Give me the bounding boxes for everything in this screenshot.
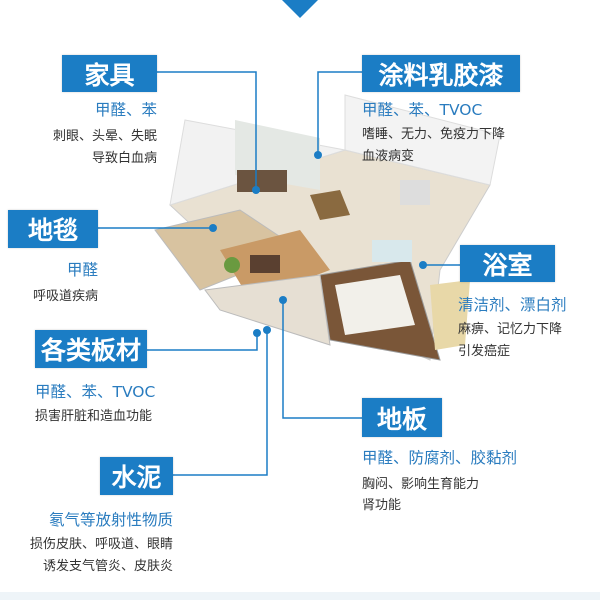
furniture-effect: 刺眼、头晕、失眠: [52, 129, 157, 144]
label-furniture: 家具: [62, 55, 157, 92]
furniture-pollutants: 甲醛、苯: [94, 101, 157, 119]
bathroom-effect: 引发癌症: [458, 344, 511, 359]
furniture-effect: 导致白血病: [91, 151, 157, 166]
carpet-effect: 呼吸道疾病: [32, 289, 98, 304]
label-paint: 涂料乳胶漆: [362, 55, 520, 92]
boards-effect: 损害肝脏和造血功能: [35, 409, 153, 424]
boards-pollutants: 甲醛、苯、TVOC: [35, 383, 156, 401]
connector-dots: [209, 151, 427, 337]
floor-pollutants: 甲醛、防腐剂、胶黏剂: [362, 449, 518, 467]
bathroom-effect: 麻痹、记忆力下降: [458, 322, 563, 337]
top-chevron: [282, 0, 318, 18]
paint-effect: 血液病变: [362, 149, 415, 164]
label-carpet: 地毯: [8, 210, 98, 248]
bottom-bar: [0, 592, 600, 600]
label-floor: 地板: [362, 398, 442, 437]
paint-pollutants: 甲醛、苯、TVOC: [362, 101, 483, 119]
floor-effect: 胸闷、影响生育能力: [362, 477, 480, 492]
label-bathroom: 浴室: [460, 245, 555, 282]
cement-effect: 损伤皮肤、呼吸道、眼睛: [29, 537, 173, 552]
label-cement: 水泥: [100, 457, 173, 495]
bathroom-pollutants: 清洁剂、漂白剂: [458, 296, 567, 314]
cement-pollutants: 氡气等放射性物质: [48, 511, 173, 529]
floor-effect: 肾功能: [362, 498, 402, 513]
cement-effect: 诱发支气管炎、皮肤炎: [42, 559, 173, 574]
connector-lines: [98, 71, 460, 476]
carpet-pollutants: 甲醛: [66, 261, 98, 279]
label-boards: 各类板材: [35, 330, 147, 368]
paint-effect: 嗜睡、无力、免疫力下降: [362, 127, 506, 142]
